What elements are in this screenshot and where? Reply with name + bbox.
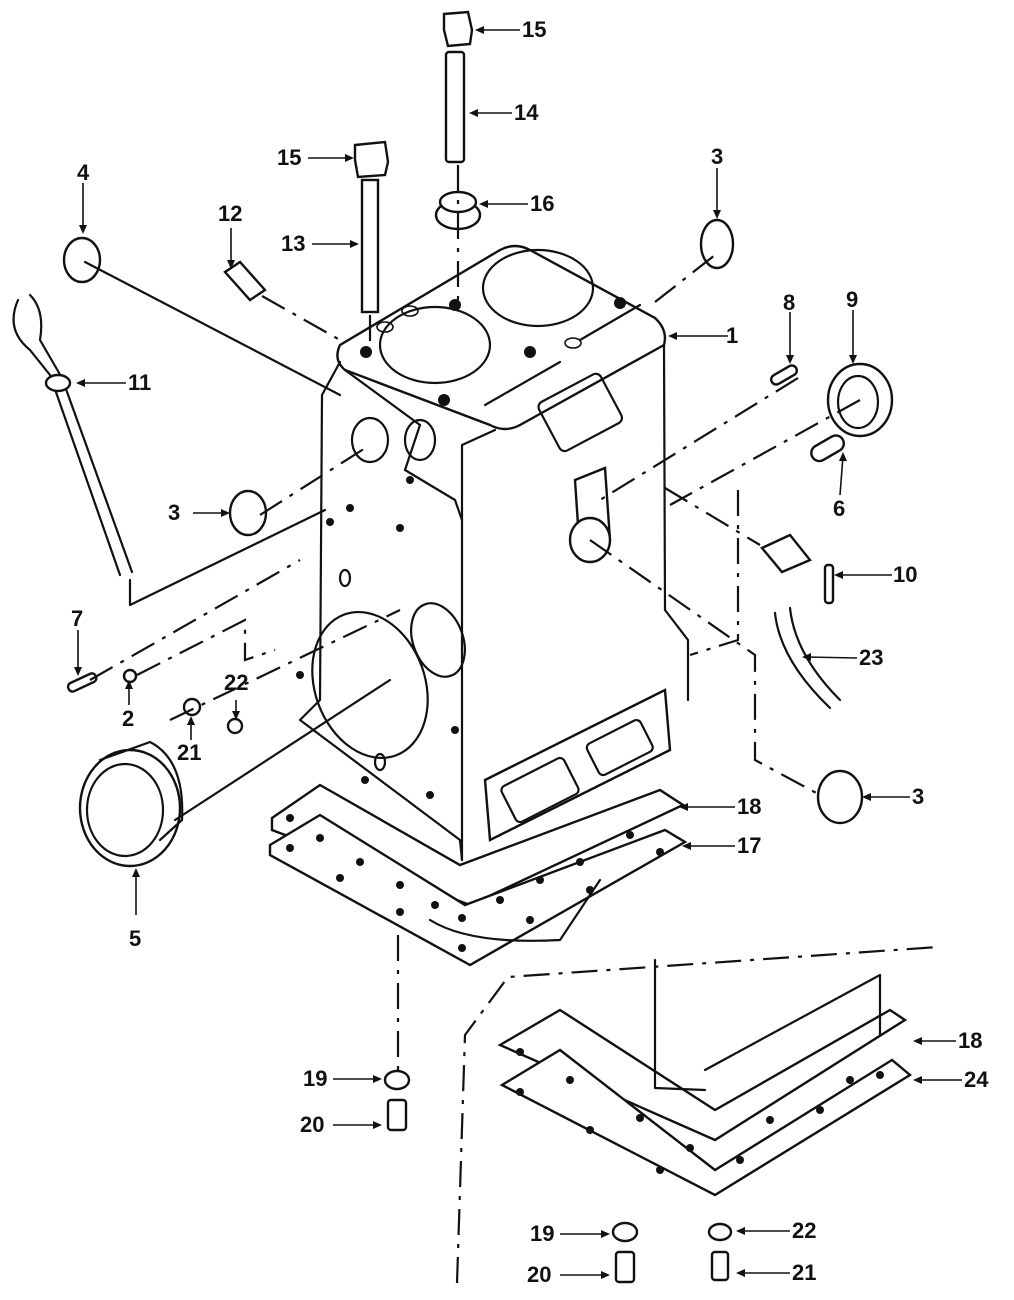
callout-19: 19 xyxy=(303,1066,328,1091)
callout-5: 5 xyxy=(129,926,142,951)
callout-4: 4 xyxy=(77,160,90,185)
callout-20: 20 xyxy=(300,1112,325,1137)
callout-24: 24 xyxy=(964,1067,989,1092)
callout-11: 11 xyxy=(128,370,152,395)
callout-12: 12 xyxy=(218,201,243,226)
callout-16: 16 xyxy=(530,191,555,216)
callout-8: 8 xyxy=(783,290,796,315)
callout-18: 18 xyxy=(737,794,762,819)
callout-10: 10 xyxy=(893,562,918,587)
callout-6: 6 xyxy=(833,496,846,521)
callout-14: 14 xyxy=(514,100,539,125)
callout-7: 7 xyxy=(71,606,84,631)
callout-2: 2 xyxy=(122,706,135,731)
callout-21: 21 xyxy=(792,1260,817,1285)
callout-arrows xyxy=(74,26,962,1279)
callout-18: 18 xyxy=(958,1028,983,1053)
callout-20: 20 xyxy=(527,1262,552,1287)
oil-pan-and-gaskets xyxy=(268,783,688,967)
callout-19: 19 xyxy=(530,1221,555,1246)
callout-17: 17 xyxy=(737,833,762,858)
cylinder-block xyxy=(296,244,690,862)
callout-9: 9 xyxy=(846,287,859,312)
callout-23: 23 xyxy=(859,645,884,670)
callout-15: 15 xyxy=(277,145,302,170)
callout-22: 22 xyxy=(792,1218,817,1243)
callout-13: 13 xyxy=(281,231,306,256)
inset-detail xyxy=(455,945,939,1284)
callout-3: 3 xyxy=(168,500,181,525)
callout-1: 1 xyxy=(726,323,739,348)
callout-22: 22 xyxy=(224,670,249,695)
connector-lines xyxy=(83,165,861,1072)
callout-15: 15 xyxy=(522,17,547,42)
small-parts xyxy=(12,10,894,1132)
callout-21: 21 xyxy=(177,740,202,765)
callout-3: 3 xyxy=(912,784,925,809)
callout-3: 3 xyxy=(711,144,724,169)
